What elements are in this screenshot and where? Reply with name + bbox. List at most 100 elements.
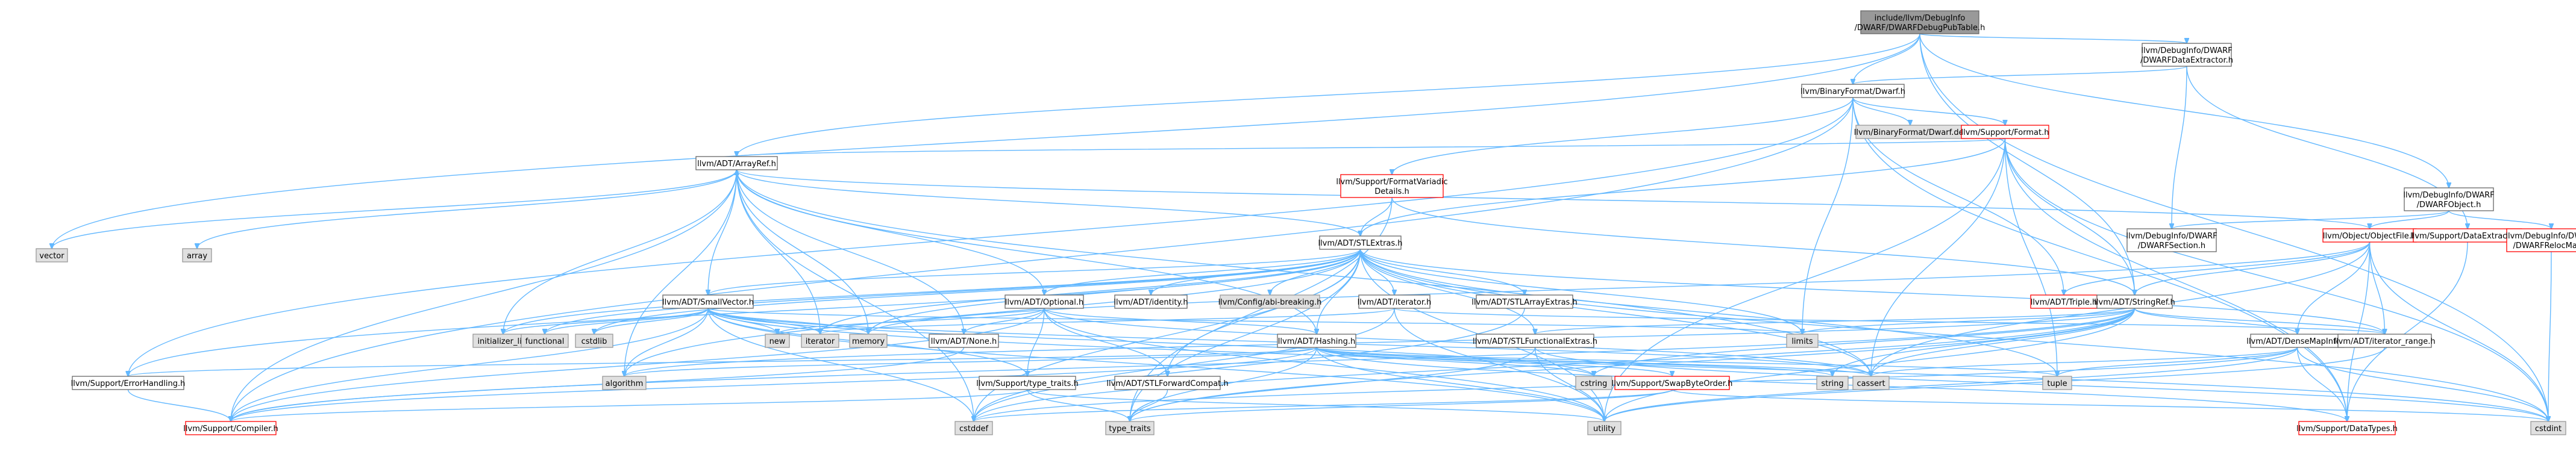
edge-densemapinfo-to-utility: [1605, 347, 2298, 421]
node-densemapinfo[interactable]: llvm/ADT/DenseMapInfo.h: [2246, 334, 2348, 348]
node-dwarf[interactable]: llvm/BinaryFormat/Dwarf.h: [1800, 84, 1905, 98]
node-dataext[interactable]: llvm/DebugInfo/DWARF/DWARFDataExtractor.…: [2140, 43, 2233, 67]
node-label: llvm/ADT/StringRef.h: [2094, 298, 2175, 307]
node-errhandling[interactable]: llvm/Support/ErrorHandling.h: [71, 376, 186, 390]
node-box: [662, 294, 754, 309]
edge-arrayref-to-compiler: [231, 169, 738, 421]
node-label: cstdlib: [581, 337, 607, 346]
edge-nonehdr-to-compiler: [231, 347, 965, 421]
edge-densemapinfo-to-cassert: [1871, 347, 2298, 376]
node-label: string: [1821, 379, 1843, 388]
node-label: cstdint: [2535, 424, 2562, 434]
edge-dwobj-to-relocmap: [2448, 210, 2551, 229]
node-hashing[interactable]: llvm/ADT/Hashing.h: [1277, 334, 1356, 348]
node-box: [2506, 228, 2576, 252]
node-box: [2042, 376, 2072, 390]
node-new: new: [765, 334, 790, 348]
node-swapbyte[interactable]: llvm/Support/SwapByteOrder.h: [1612, 376, 1733, 390]
node-root[interactable]: include/llvm/DebugInfo/DWARF/DWARFDebugP…: [1855, 10, 1985, 34]
node-stlextras[interactable]: llvm/ADT/STLExtras.h: [1318, 235, 1403, 250]
node-box: [1801, 84, 1905, 98]
edge-stringref-to-limits: [1802, 308, 2136, 334]
edge-root-to-cstdint: [1919, 33, 2548, 421]
node-arrayref[interactable]: llvm/ADT/ArrayRef.h: [695, 156, 778, 170]
node-tuple: tuple: [2042, 376, 2072, 390]
node-label: llvm/Support/Compiler.h: [183, 424, 278, 434]
edge-root-to-dwobj: [1919, 33, 2449, 188]
edge-objfile-to-cassert: [1871, 241, 2371, 376]
edge-densemapinfo-to-tuple: [2057, 347, 2298, 376]
node-nonehdr[interactable]: llvm/ADT/None.h: [929, 334, 999, 348]
node-label: llvm/ADT/STLArrayExtras.h: [1471, 298, 1577, 307]
edge-objfile-to-triple: [2064, 241, 2371, 295]
node-memory: memory: [849, 334, 888, 348]
edge-dwarf-to-limits: [1802, 97, 1854, 334]
node-stlarray[interactable]: llvm/ADT/STLArrayExtras.h: [1471, 294, 1578, 309]
node-compiler[interactable]: llvm/Support/Compiler.h: [183, 421, 278, 435]
edge-stlarray-to-cstddef: [974, 308, 1525, 421]
node-smallvector[interactable]: llvm/ADT/SmallVector.h: [662, 294, 754, 309]
node-box: [954, 421, 993, 435]
edge-stringref-to-cstddef: [974, 308, 2136, 421]
node-typetraitsh[interactable]: llvm/Support/type_traits.h: [976, 376, 1079, 390]
edge-stlextras-to-iterator: [820, 249, 1361, 334]
node-label: llvm/Support/DataExtractor.h: [2410, 232, 2525, 241]
node-box: [2337, 334, 2432, 348]
node-label: llvm/Support/type_traits.h: [976, 379, 1079, 388]
edge-relocmap-to-cstdint: [2548, 251, 2552, 421]
node-stlfwd[interactable]: llvm/ADT/STLForwardCompat.h: [1106, 376, 1229, 390]
edge-optional-to-stlfwd: [1044, 308, 1168, 376]
node-supdataext[interactable]: llvm/Support/DataExtractor.h: [2410, 228, 2525, 243]
node-label: llvm/BinaryFormat/Dwarf.h: [1800, 87, 1905, 96]
node-string: string: [1816, 376, 1849, 390]
node-iteratorh[interactable]: llvm/ADT/iterator.h: [1358, 294, 1432, 309]
node-algorithm: algorithm: [602, 376, 647, 390]
edge-format-to-arrayref: [737, 138, 2006, 157]
edge-typetraitsh-to-typetraits: [1027, 389, 1130, 421]
node-box: [1114, 376, 1221, 390]
node-label: utility: [1593, 424, 1615, 434]
node-relocmap[interactable]: llvm/DebugInfo/DWARF/DWARFRelocMap.h: [2505, 228, 2576, 252]
node-label: llvm/ADT/STLForwardCompat.h: [1106, 379, 1228, 388]
edge-objfile-to-densemapinfo: [2298, 241, 2371, 334]
node-datatypes[interactable]: llvm/Support/DataTypes.h: [2296, 421, 2398, 435]
node-format[interactable]: llvm/Support/Format.h: [1961, 125, 2049, 139]
edge-stlextras-to-tuple: [1359, 249, 2058, 376]
edge-stlfunc-to-typetraits: [1130, 347, 1536, 421]
node-label: /DWARFObject.h: [2417, 201, 2481, 210]
node-label: include/llvm/DebugInfo: [1875, 14, 1966, 23]
node-label: llvm/ADT/STLFunctionalExtras.h: [1473, 337, 1597, 346]
node-box: [1816, 376, 1849, 390]
edge-stlextras-to-algorithm: [624, 249, 1361, 376]
node-identity[interactable]: llvm/ADT/identity.h: [1114, 294, 1188, 309]
edge-arrayref-to-iterator: [736, 169, 821, 334]
node-triple[interactable]: llvm/ADT/Triple.h: [2030, 294, 2098, 309]
edge-typetraitsh-to-compiler: [231, 389, 1028, 421]
edge-root-to-dataext: [1919, 33, 2187, 43]
node-dwsection[interactable]: llvm/DebugInfo/DWARF/DWARFSection.h: [2126, 228, 2217, 252]
node-label: /DWARFSection.h: [2138, 241, 2205, 250]
edge-arrayref-to-optional: [736, 169, 1045, 295]
edge-format-to-datatypes: [2004, 138, 2348, 421]
edge-hashing-to-algorithm: [624, 347, 1317, 376]
node-box: [1220, 294, 1320, 309]
node-label: llvm/ADT/STLExtras.h: [1318, 239, 1402, 248]
node-box: [1105, 421, 1155, 435]
node-stlfunc[interactable]: llvm/ADT/STLFunctionalExtras.h: [1473, 334, 1597, 348]
node-dwobj[interactable]: llvm/DebugInfo/DWARF/DWARFObject.h: [2403, 187, 2495, 211]
node-cstdlib: cstdlib: [575, 334, 613, 348]
node-objfile[interactable]: llvm/Object/ObjectFile.h: [2322, 228, 2417, 243]
node-limits: limits: [1786, 334, 1819, 348]
node-label: llvm/Object/ObjectFile.h: [2323, 232, 2416, 241]
dependency-nodes: include/llvm/DebugInfo/DWARF/DWARFDebugP…: [36, 10, 2576, 435]
node-optional[interactable]: llvm/ADT/Optional.h: [1004, 294, 1084, 309]
edge-hashing-to-typetraits: [1130, 347, 1317, 421]
edge-hashing-to-errhandling: [128, 347, 1317, 376]
edge-hashing-to-utility: [1316, 347, 1605, 421]
edge-hashing-to-cstring: [1316, 347, 1594, 376]
node-stringref[interactable]: llvm/ADT/StringRef.h: [2094, 294, 2175, 309]
node-iterrange[interactable]: llvm/ADT/iterator_range.h: [2334, 334, 2436, 348]
node-label: llvm/ADT/iterator_range.h: [2334, 337, 2435, 346]
edge-densemapinfo-to-cstdint: [2296, 347, 2549, 421]
